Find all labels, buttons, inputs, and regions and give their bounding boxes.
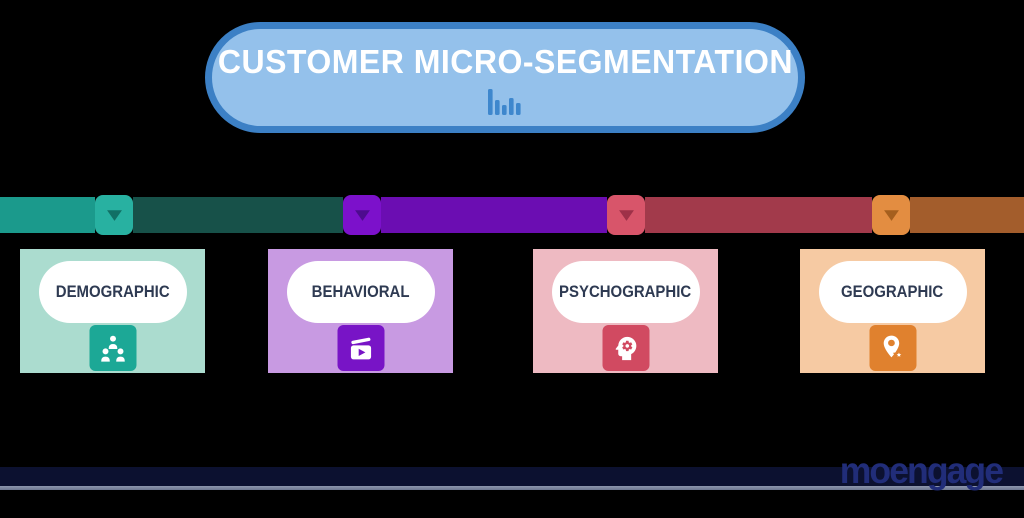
chevron-down-icon <box>618 209 634 221</box>
card-label: GEOGRAPHIC <box>841 282 944 301</box>
chevron-down-icon <box>883 209 899 221</box>
page-title: CUSTOMER MICRO-SEGMENTATION <box>217 42 793 80</box>
moengage-logo: moengage <box>839 450 1004 491</box>
card-label: DEMOGRAPHIC <box>55 282 170 301</box>
timeline-marker-behavioral <box>343 195 381 235</box>
bar-chart-icon <box>488 88 521 115</box>
card-label-pill: DEMOGRAPHIC <box>38 261 187 323</box>
location-star-glyph <box>883 335 905 360</box>
timeline-segment-brown <box>910 197 1024 233</box>
card-label-pill: GEOGRAPHIC <box>818 261 967 323</box>
card-geographic: GEOGRAPHIC <box>800 249 985 373</box>
footer-band-line <box>0 486 1024 490</box>
card-psychographic: PSYCHOGRAPHIC <box>533 249 718 373</box>
card-label: PSYCHOGRAPHIC <box>559 282 692 301</box>
footer-band <box>0 467 1024 486</box>
card-label-pill: BEHAVIORAL <box>286 261 435 323</box>
timeline-segment-teal <box>0 197 95 233</box>
location-star-icon <box>869 325 916 371</box>
chevron-down-icon <box>106 209 122 221</box>
timeline-marker-psychographic <box>607 195 645 235</box>
header-pill: CUSTOMER MICRO-SEGMENTATION <box>205 22 805 133</box>
timeline-segment-purple <box>381 197 607 233</box>
card-label-pill: PSYCHOGRAPHIC <box>551 261 700 323</box>
timeline-marker-demographic <box>95 195 133 235</box>
card-demographic: DEMOGRAPHIC <box>20 249 205 373</box>
card-label: BEHAVIORAL <box>311 282 410 301</box>
timeline-segment-maroon <box>645 197 872 233</box>
video-clapper-glyph <box>350 337 371 359</box>
head-gear-glyph <box>615 336 636 360</box>
timeline-bar <box>0 195 1024 235</box>
card-behavioral: BEHAVIORAL <box>268 249 453 373</box>
timeline-marker-geographic <box>872 195 910 235</box>
people-hierarchy-glyph <box>100 335 125 362</box>
head-gear-icon <box>602 325 649 371</box>
chevron-down-icon <box>354 209 370 221</box>
people-hierarchy-icon <box>89 325 136 371</box>
timeline-segment-dark-teal <box>133 197 343 233</box>
video-clapper-icon <box>337 325 384 371</box>
